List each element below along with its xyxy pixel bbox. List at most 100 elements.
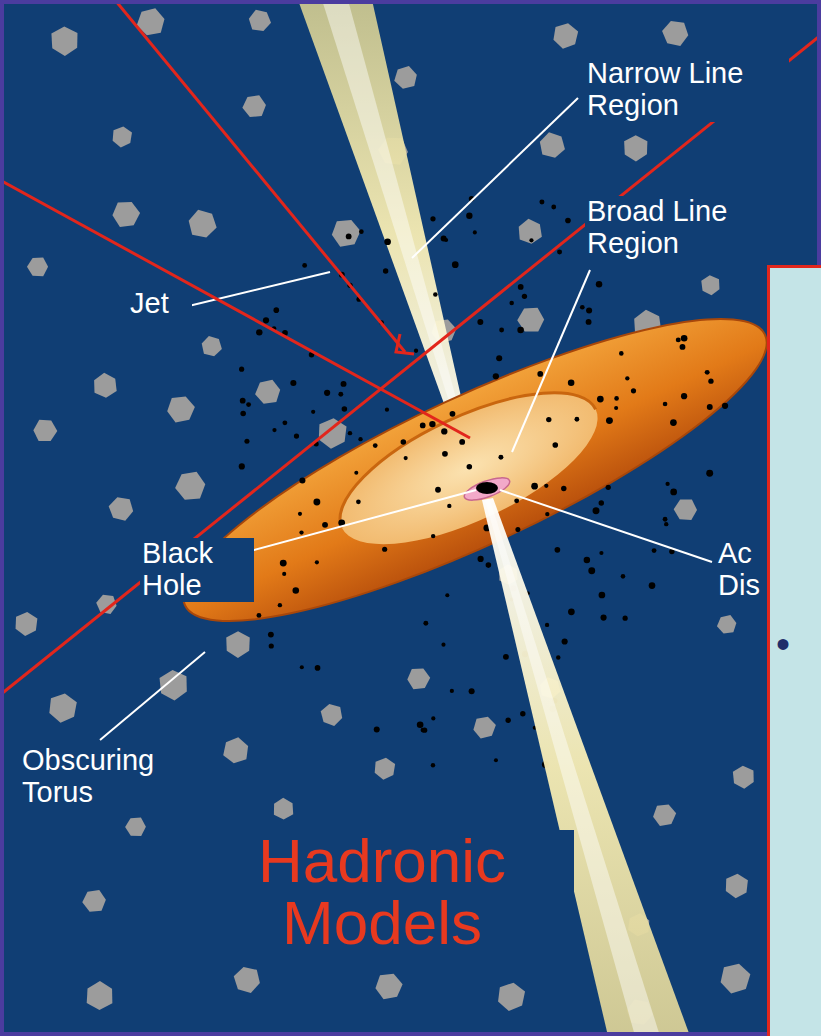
cloud-dot [496,355,502,361]
cloud-dot [478,556,484,562]
cloud-dot [338,392,343,397]
cloud [717,615,736,634]
part-label: Narrow Line Region [585,58,789,122]
cloud [375,974,402,1000]
cloud [87,981,113,1010]
cloud-dot [431,534,435,538]
cloud-dot [300,665,304,669]
cloud [255,380,280,404]
cloud-dot [473,230,477,234]
cloud-dot [302,263,307,268]
cloud-dot [414,349,418,353]
cloud-dot [625,376,629,380]
cloud-dot [531,483,538,490]
cloud-dot [374,727,380,733]
cloud-dot [459,439,465,445]
cloud-dot [282,420,287,425]
torus [154,268,797,673]
cloud-dot [575,417,580,422]
cloud-dot [680,344,686,350]
cloud-dot [568,379,575,386]
cloud-dot [445,593,449,597]
cloud-dot [354,471,358,475]
cloud-dot [580,305,585,310]
leader-line [232,490,476,556]
cloud-dot [537,371,543,377]
side-panel: • [767,265,821,1036]
cloud-dot [324,390,330,396]
cloud-dot [450,411,456,417]
cloud-dot [705,370,710,375]
leader-line [412,98,578,258]
cloud-dot [708,378,713,383]
cloud [407,669,430,690]
cloud-dot [663,517,668,522]
cloud-dot [631,388,636,393]
cloud-dot [342,406,348,412]
cloud-dot [706,470,713,477]
cloud [51,26,77,55]
leader-lines [100,98,712,740]
cloud-dot [670,489,677,496]
cloud-dot [401,439,407,445]
cloud-dot [315,560,319,564]
cloud-dot [600,615,606,621]
part-label: Black Hole [140,538,254,602]
cloud-dot [562,638,568,644]
lower-jet [482,498,690,1036]
cloud-dot [597,396,604,403]
torus-cutaway [320,362,618,575]
cloud-dot [359,229,364,234]
cloud-dot [452,261,459,268]
cloud-dot [441,428,447,434]
cloud-dot [681,393,687,399]
cloud-dot [444,238,448,242]
cloud-dot [467,464,473,470]
cloud-dot [546,417,551,422]
cloud-dot [593,507,600,514]
leader-line [512,270,590,452]
cloud-dot [423,621,428,626]
cloud [721,964,751,994]
cloud-dot [561,486,566,491]
cloud-dot [269,643,274,648]
cloud-dot [619,351,624,356]
cloud-dot [430,216,435,221]
torus-cutaway-edge [320,362,596,527]
cloud [473,717,495,739]
cloud-dot [431,716,435,720]
leader-line [500,490,712,562]
cloud-dot [311,410,315,414]
cloud-dot [498,455,503,460]
cloud-dot [621,574,626,579]
lower-jet-core [485,500,660,1036]
cloud [653,804,676,826]
cloud-dot [382,547,387,552]
cloud-dot [294,434,299,439]
cloud [223,737,248,763]
cloud-dot [356,499,361,504]
cloud-dot [565,218,571,224]
cloud-dot [670,419,677,426]
cloud-dot [663,402,668,407]
red-line [115,0,405,352]
red-line [0,180,470,438]
cloud-dot [282,572,286,576]
cloud-dot [420,423,426,429]
cloud-dot [551,205,556,210]
bullet: • [776,624,821,664]
cloud-dot [529,238,533,242]
cloud-dot [649,582,656,589]
cloud-dot [346,233,352,239]
cloud [175,472,205,500]
cloud [674,499,697,520]
cloud-dot [293,587,300,594]
cloud-dot [273,307,279,313]
cloud-dot [450,689,454,693]
obscuring-torus [154,268,797,673]
cloud-dot [599,592,606,599]
black-hole [476,482,498,494]
cloud-dot [431,763,435,767]
cloud-dot [552,442,558,448]
